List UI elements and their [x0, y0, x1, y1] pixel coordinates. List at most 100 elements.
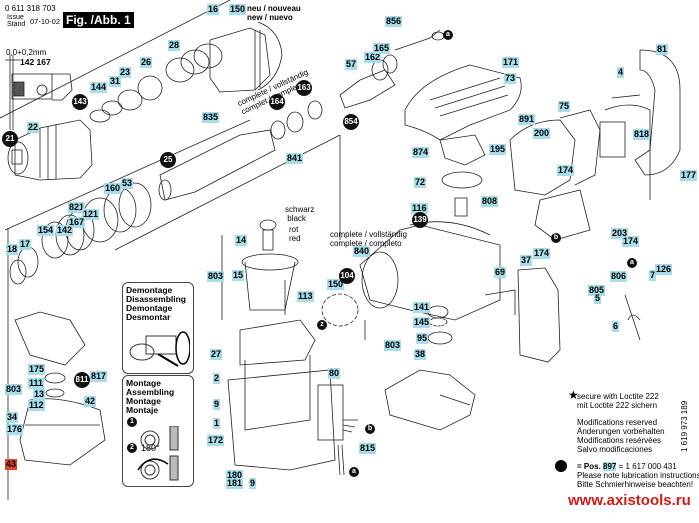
part-label-150-b[interactable]: 150 [327, 279, 345, 290]
part-label-172[interactable]: 172 [207, 435, 225, 446]
part-label-180[interactable]: 180 [226, 470, 244, 481]
part-label-167[interactable]: 167 [68, 217, 86, 228]
part-label-13[interactable]: 13 [33, 389, 46, 400]
part-label-121[interactable]: 121 [82, 209, 100, 220]
part-label-176[interactable]: 176 [6, 424, 24, 435]
part-label-43-highlighted[interactable]: 43 [5, 459, 18, 470]
lube-dot-811[interactable]: 811 [74, 372, 90, 388]
part-label-95[interactable]: 95 [416, 333, 429, 344]
part-label-17[interactable]: 17 [19, 239, 32, 250]
part-label-808[interactable]: 808 [481, 196, 499, 207]
lube-dot-104[interactable]: 104 [339, 268, 355, 284]
part-label-145[interactable]: 145 [413, 317, 431, 328]
pos-prefix: = Pos. [577, 462, 601, 471]
part-label-5[interactable]: 5 [594, 293, 602, 304]
part-label-174-c[interactable]: 174 [533, 248, 551, 259]
lube-dot-25[interactable]: 25 [160, 152, 176, 168]
part-label-112[interactable]: 112 [28, 400, 45, 411]
part-label-165[interactable]: 165 [373, 43, 391, 54]
lube-dot-164[interactable]: 164 [269, 94, 285, 110]
new-note-2: new / nuevo [247, 13, 293, 22]
part-label-80[interactable]: 80 [328, 368, 341, 379]
part-label-113[interactable]: 113 [297, 291, 314, 302]
part-label-806[interactable]: 806 [610, 271, 628, 282]
part-label-891[interactable]: 891 [518, 114, 536, 125]
disassembly-illustration [129, 331, 190, 367]
part-label-141[interactable]: 141 [413, 302, 431, 313]
part-label-22[interactable]: 22 [27, 122, 40, 133]
part-label-26[interactable]: 26 [140, 57, 153, 68]
part-label-171[interactable]: 171 [502, 57, 520, 68]
part-number: 0 611 318 703 [5, 4, 56, 13]
part-label-177[interactable]: 177 [680, 170, 698, 181]
part-label-14[interactable]: 14 [235, 235, 248, 246]
part-label-38[interactable]: 38 [414, 349, 427, 360]
part-label-195[interactable]: 195 [489, 144, 507, 155]
part-label-111[interactable]: 111 [28, 378, 45, 389]
part-label-27[interactable]: 27 [210, 349, 223, 360]
lube-dot-21[interactable]: 21 [2, 131, 18, 147]
part-label-840[interactable]: 840 [353, 246, 371, 257]
lube-dot-854[interactable]: 854 [343, 114, 359, 130]
part-label-73[interactable]: 73 [504, 73, 517, 84]
part-label-23[interactable]: 23 [119, 67, 132, 78]
part-label-805[interactable]: 805 [588, 285, 606, 296]
part-label-841[interactable]: 841 [286, 153, 304, 164]
part-label-42[interactable]: 42 [84, 396, 97, 407]
part-label-856[interactable]: 856 [385, 16, 403, 27]
part-label-818[interactable]: 818 [633, 129, 651, 140]
lube-dot-139[interactable]: 139 [412, 212, 428, 228]
part-label-126[interactable]: 126 [655, 264, 673, 275]
part-label-72[interactable]: 72 [414, 177, 427, 188]
part-label-1[interactable]: 1 [213, 418, 221, 429]
part-label-9-a[interactable]: 9 [213, 399, 221, 410]
part-label-34[interactable]: 34 [6, 412, 19, 423]
part-label-37[interactable]: 37 [520, 255, 533, 266]
part-label-53[interactable]: 53 [121, 178, 134, 189]
part-label-821[interactable]: 821 [68, 202, 86, 213]
part-label-9-b[interactable]: 9 [249, 478, 257, 489]
part-label-803-c[interactable]: 803 [5, 384, 23, 395]
part-label-815[interactable]: 815 [359, 443, 377, 454]
part-label-75[interactable]: 75 [558, 101, 571, 112]
part-label-6[interactable]: 6 [612, 321, 620, 332]
step-2-badge: 2 [127, 443, 137, 453]
part-label-18[interactable]: 18 [6, 244, 19, 255]
website-link[interactable]: www.axistools.ru [568, 492, 691, 509]
figure-tag: Fig. /Abb. 1 [63, 12, 134, 28]
part-label-203[interactable]: 203 [611, 228, 629, 239]
part-label-57[interactable]: 57 [345, 59, 358, 70]
part-label-144[interactable]: 144 [90, 82, 108, 93]
part-label-15[interactable]: 15 [232, 270, 245, 281]
part-label-2[interactable]: 2 [213, 373, 221, 384]
part-label-150[interactable]: 150 [229, 4, 247, 15]
part-label-116[interactable]: 116 [411, 203, 428, 214]
chuck-part-22 [7, 119, 93, 181]
part-label-803-a[interactable]: 803 [207, 271, 225, 282]
part-label-69[interactable]: 69 [494, 267, 507, 278]
part-label-174-a[interactable]: 174 [557, 165, 575, 176]
part-label-803-b[interactable]: 803 [384, 340, 402, 351]
part-label-4[interactable]: 4 [617, 67, 625, 78]
part-label-142[interactable]: 142 [56, 225, 74, 236]
part-label-154[interactable]: 154 [37, 225, 55, 236]
lube-dot-163[interactable]: 163 [296, 80, 312, 96]
part-label-160[interactable]: 160 [104, 183, 122, 194]
part-label-31[interactable]: 31 [109, 76, 122, 87]
part-label-7[interactable]: 7 [649, 270, 657, 281]
part-label-181[interactable]: 181 [226, 478, 244, 489]
part-label-16[interactable]: 16 [207, 4, 220, 15]
lube-dot-143[interactable]: 143 [72, 94, 88, 110]
tolerance-parts: 142 167 [20, 57, 51, 67]
part-label-28[interactable]: 28 [168, 40, 181, 51]
part-label-874[interactable]: 874 [412, 147, 430, 158]
part-label-162[interactable]: 162 [364, 52, 382, 63]
part-label-817[interactable]: 817 [90, 371, 108, 382]
color-note-black-text: black [287, 214, 306, 223]
part-label-174-b[interactable]: 174 [622, 236, 640, 247]
part-label-175[interactable]: 175 [28, 364, 46, 375]
part-label-200[interactable]: 200 [533, 128, 551, 139]
part-label-835[interactable]: 835 [202, 112, 220, 123]
part-label-81[interactable]: 81 [656, 44, 669, 55]
